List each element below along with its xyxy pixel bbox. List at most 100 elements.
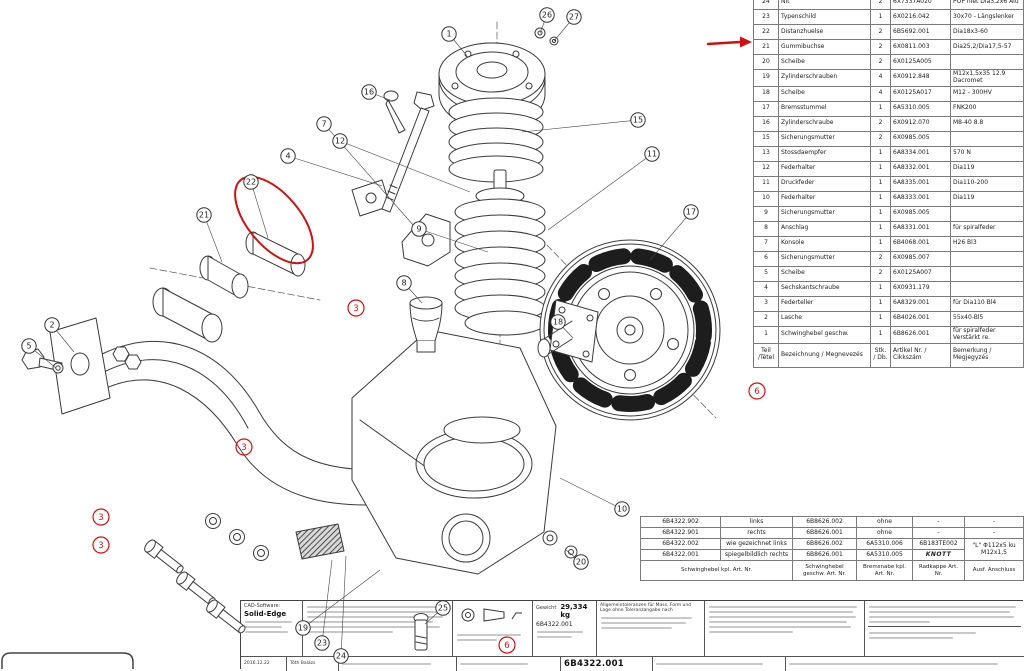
table-cell: Distanzhuelse: [778, 24, 871, 40]
table-cell: 1: [870, 205, 891, 222]
balloon-18: [550, 314, 566, 330]
table-cell: 2: [870, 250, 891, 267]
coil-spring: [454, 198, 546, 336]
balloon-27: [566, 9, 582, 25]
table-cell: 1: [870, 160, 891, 177]
tolerances-box: Allgemeintoleranzen für Mass, Form und L…: [597, 601, 705, 656]
table-cell: rechts: [720, 527, 793, 539]
table-cell: 6X7337A020: [890, 0, 951, 10]
red-mark-number: 3: [241, 443, 246, 453]
table-cell: 6B4322.902: [640, 516, 721, 528]
weight-label: Gewicht: [536, 605, 557, 611]
table-cell: 2: [753, 310, 779, 327]
typenschild: [295, 523, 345, 560]
red-mark-number: 3: [98, 513, 103, 523]
table-cell: 2: [870, 39, 891, 55]
table-cell: für Dia110 Bl4: [950, 295, 1024, 312]
frame-corner: [1, 652, 134, 669]
table-cell: Scheibe: [778, 85, 871, 102]
table-cell: 6A5310.006: [856, 538, 913, 550]
table-cell: 6X0931.179: [890, 280, 951, 297]
table-cell: 10: [753, 190, 779, 207]
red-mark-number: 6: [754, 387, 759, 397]
table-cell: Bremsstummel: [778, 100, 871, 117]
spacer-sleeve: [245, 231, 306, 277]
table-cell: Artikel Nr. / Cikkszám: [890, 342, 951, 368]
table-cell: [950, 205, 1024, 222]
table-cell: 1: [870, 100, 891, 117]
table-cell: 6B4322.901: [640, 527, 721, 539]
table-cell: 1: [753, 325, 779, 344]
table-cell: 6A8335.001: [890, 175, 951, 192]
table-cell: Stk. / Db.: [870, 342, 891, 368]
hub-cap: [438, 27, 559, 130]
table-cell: 6A8334.001: [890, 145, 951, 162]
table-cell: 18: [753, 85, 779, 102]
table-cell: Dia25,2/Dia17,5-57: [950, 39, 1024, 55]
table-cell: 6A5310.005: [856, 549, 913, 561]
projection-symbol-icon: [461, 608, 522, 622]
balloon-16: [361, 84, 377, 100]
legal-text-box: [705, 601, 865, 656]
table-cell: [950, 280, 1024, 297]
table-cell: Bemerkung / Megjegyzés: [950, 342, 1024, 368]
table-cell: Schwinghebel kpl. Art. Nr.: [640, 560, 793, 581]
table-cell: 6: [753, 250, 779, 267]
balloon-17: [683, 204, 699, 220]
red-mark-3: [235, 438, 253, 456]
table-cell: links: [720, 516, 793, 528]
table-cell: 55x40-Bl5: [950, 310, 1024, 327]
rights-text-box: [865, 601, 1024, 656]
table-cell: Radkappe Art. Nr.: [912, 560, 965, 581]
balloon-number: 16: [364, 88, 374, 97]
balloon-number: 12: [335, 137, 345, 146]
table-cell: Gummibuchse: [778, 39, 871, 55]
cad-software-label: CAD-Software:: [244, 603, 281, 609]
table-cell: 6X0811.003: [890, 39, 951, 55]
table-cell: 6X0216.042: [890, 9, 951, 25]
balloon-number: 8: [401, 279, 406, 288]
sign-name: Tóth Balázs: [290, 661, 316, 667]
table-cell: Druckfeder: [778, 175, 871, 192]
bolt-small-top: [383, 90, 406, 134]
table-cell: 6B8626.002: [792, 538, 857, 550]
table-cell: "L" Φ112x5 ku M12x1,5: [964, 538, 1024, 561]
balloon-15: [630, 112, 646, 128]
table-cell: 1: [870, 295, 891, 312]
table-cell: Schwinghebel geschw.: [778, 325, 871, 344]
table-cell: 1: [870, 175, 891, 192]
weight-value: 29,334 kg: [560, 603, 588, 619]
balloon-number: 10: [617, 505, 627, 514]
table-cell: 23: [753, 9, 779, 25]
table-cell: Lasche: [778, 310, 871, 327]
table-cell: 4: [870, 69, 891, 87]
table-cell: Zylinderschraube: [778, 115, 871, 132]
table-cell: 17: [753, 100, 779, 117]
table-cell: -: [912, 516, 965, 528]
table-cell: Sechskantschraube: [778, 280, 871, 297]
red-mark-number: 3: [353, 304, 358, 314]
table-cell: Dia119: [950, 190, 1024, 207]
table-cell: [950, 265, 1024, 282]
table-cell: 6X0912.848: [890, 69, 951, 87]
table-cell: 4: [870, 85, 891, 102]
table-cell: M12 - 300HV: [950, 85, 1024, 102]
table-cell: 6B4322.002: [640, 538, 721, 550]
table-cell: ohne: [856, 516, 913, 528]
red-mark-3: [92, 508, 110, 526]
table-cell: Nit: [778, 0, 871, 10]
table-cell: 6B8626.001: [792, 527, 857, 539]
table-cell: 13: [753, 145, 779, 162]
table-cell: Typenschild: [778, 9, 871, 25]
title-block-bottom-strip: 2016.12.22 Tóth Balázs 6B4322.001: [241, 656, 1024, 671]
balloon-number: 21: [199, 211, 209, 220]
doc-number-small: 6B4322.001: [536, 621, 573, 628]
